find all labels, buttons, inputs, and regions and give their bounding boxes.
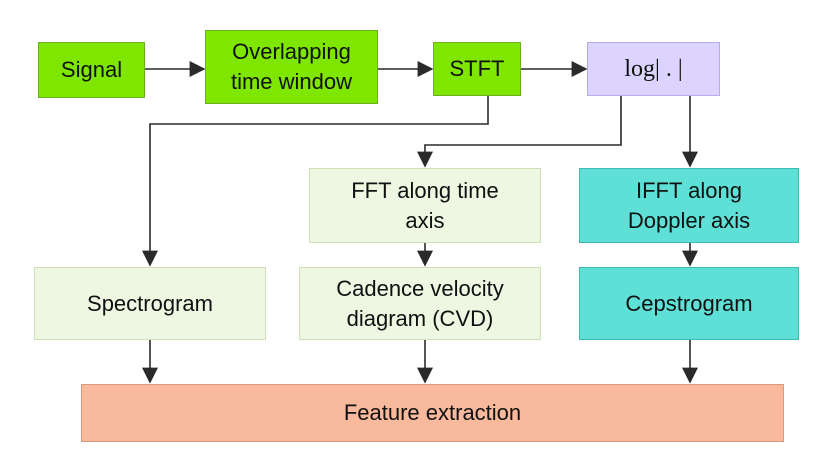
arrow-log-to-fft [417,96,622,168]
cadence-velocity-diagram-box: Cadence velocity diagram (CVD) [299,267,541,340]
stft-label: STFT [449,56,505,81]
ifft-along-doppler-axis-box: IFFT along Doppler axis [579,168,799,243]
log-magnitude-box: log| . | [587,42,720,96]
ifft-along-doppler-axis-label: IFFT along Doppler axis [627,177,751,233]
feature-extraction-label: Feature extraction [343,400,522,425]
signal-label: Signal [60,57,123,82]
signal-box: Signal [38,42,145,98]
arrow-stft-to-spectrogram [142,96,489,267]
feature-extraction-box: Feature extraction [81,384,784,442]
overlapping-time-window-box: Overlapping time window [205,30,378,104]
stft-box: STFT [433,42,521,96]
spectrogram-box: Spectrogram [34,267,266,340]
fft-along-time-axis-box: FFT along time axis [309,168,541,243]
overlapping-time-window-label: Overlapping time window [230,39,353,94]
log-magnitude-label: log| . | [624,56,683,82]
cadence-velocity-diagram-label: Cadence velocity diagram (CVD) [336,275,504,331]
fft-along-time-axis-label: FFT along time axis [351,177,499,233]
cepstrogram-box: Cepstrogram [579,267,799,340]
spectrogram-label: Spectrogram [87,290,213,316]
cepstrogram-label: Cepstrogram [625,290,753,316]
